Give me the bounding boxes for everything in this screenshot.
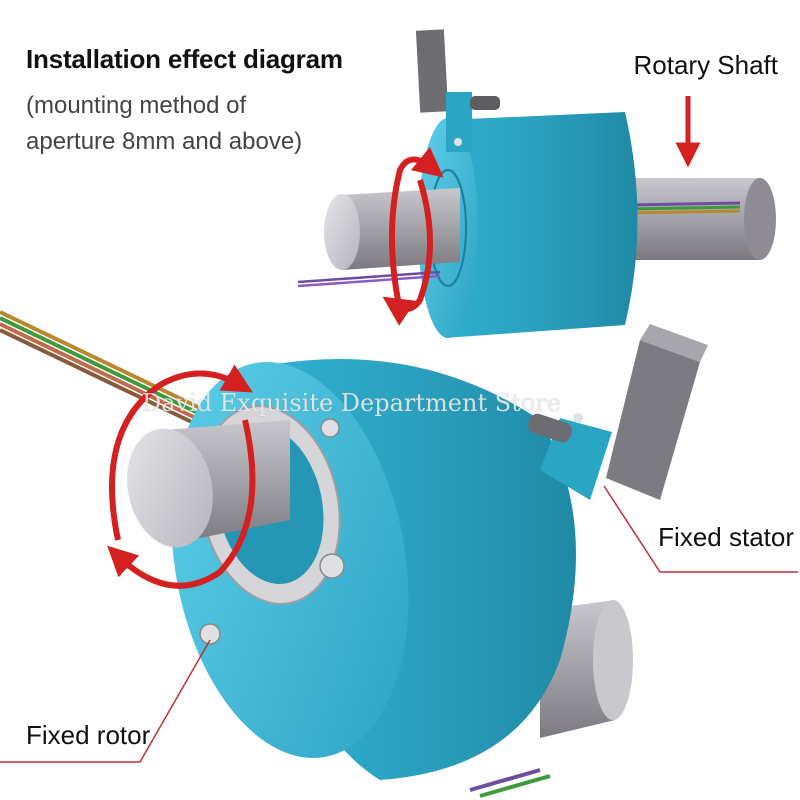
bottom-screw-left [199, 623, 221, 645]
fixed-rotor-callout-line [0, 639, 211, 763]
bottom-screw-top [320, 418, 340, 438]
diagram-subtitle-line2: aperture 8mm and above) [26, 128, 303, 155]
diagram-subtitle-line1: (mounting method of [26, 92, 247, 119]
bottom-input-wires [0, 310, 201, 428]
top-rotation-arrow-lower [382, 179, 433, 326]
top-slip-ring [297, 29, 776, 338]
fixed-stator-callout-line [603, 485, 798, 573]
top-rotation-arrow-upper [389, 146, 444, 301]
diagram-title: Installation effect diagram [26, 44, 343, 74]
bottom-output-wires [469, 768, 551, 798]
fixed-rotor-label: Fixed rotor [26, 720, 151, 750]
top-front-shaft-end [324, 194, 360, 270]
store-watermark: David Exquisite Department Store [142, 389, 561, 417]
bottom-rotation-arrow-lower [107, 419, 256, 589]
bottom-rear-shaft-end [593, 600, 633, 720]
bottom-front-shaft-end [127, 428, 213, 548]
top-stator-bracket [415, 29, 500, 152]
top-rear-shaft-end [744, 178, 776, 260]
bottom-stator-bracket [528, 324, 708, 500]
bottom-rotation-arrow-upper [109, 364, 254, 541]
fixed-stator-label: Fixed stator [658, 522, 794, 552]
top-rear-wires [629, 201, 741, 215]
rotary-shaft-label: Rotary Shaft [633, 50, 778, 80]
top-body-side [445, 112, 638, 338]
bottom-slip-ring [0, 310, 708, 798]
bottom-screw-right [319, 553, 345, 579]
top-front-wires [297, 270, 441, 288]
